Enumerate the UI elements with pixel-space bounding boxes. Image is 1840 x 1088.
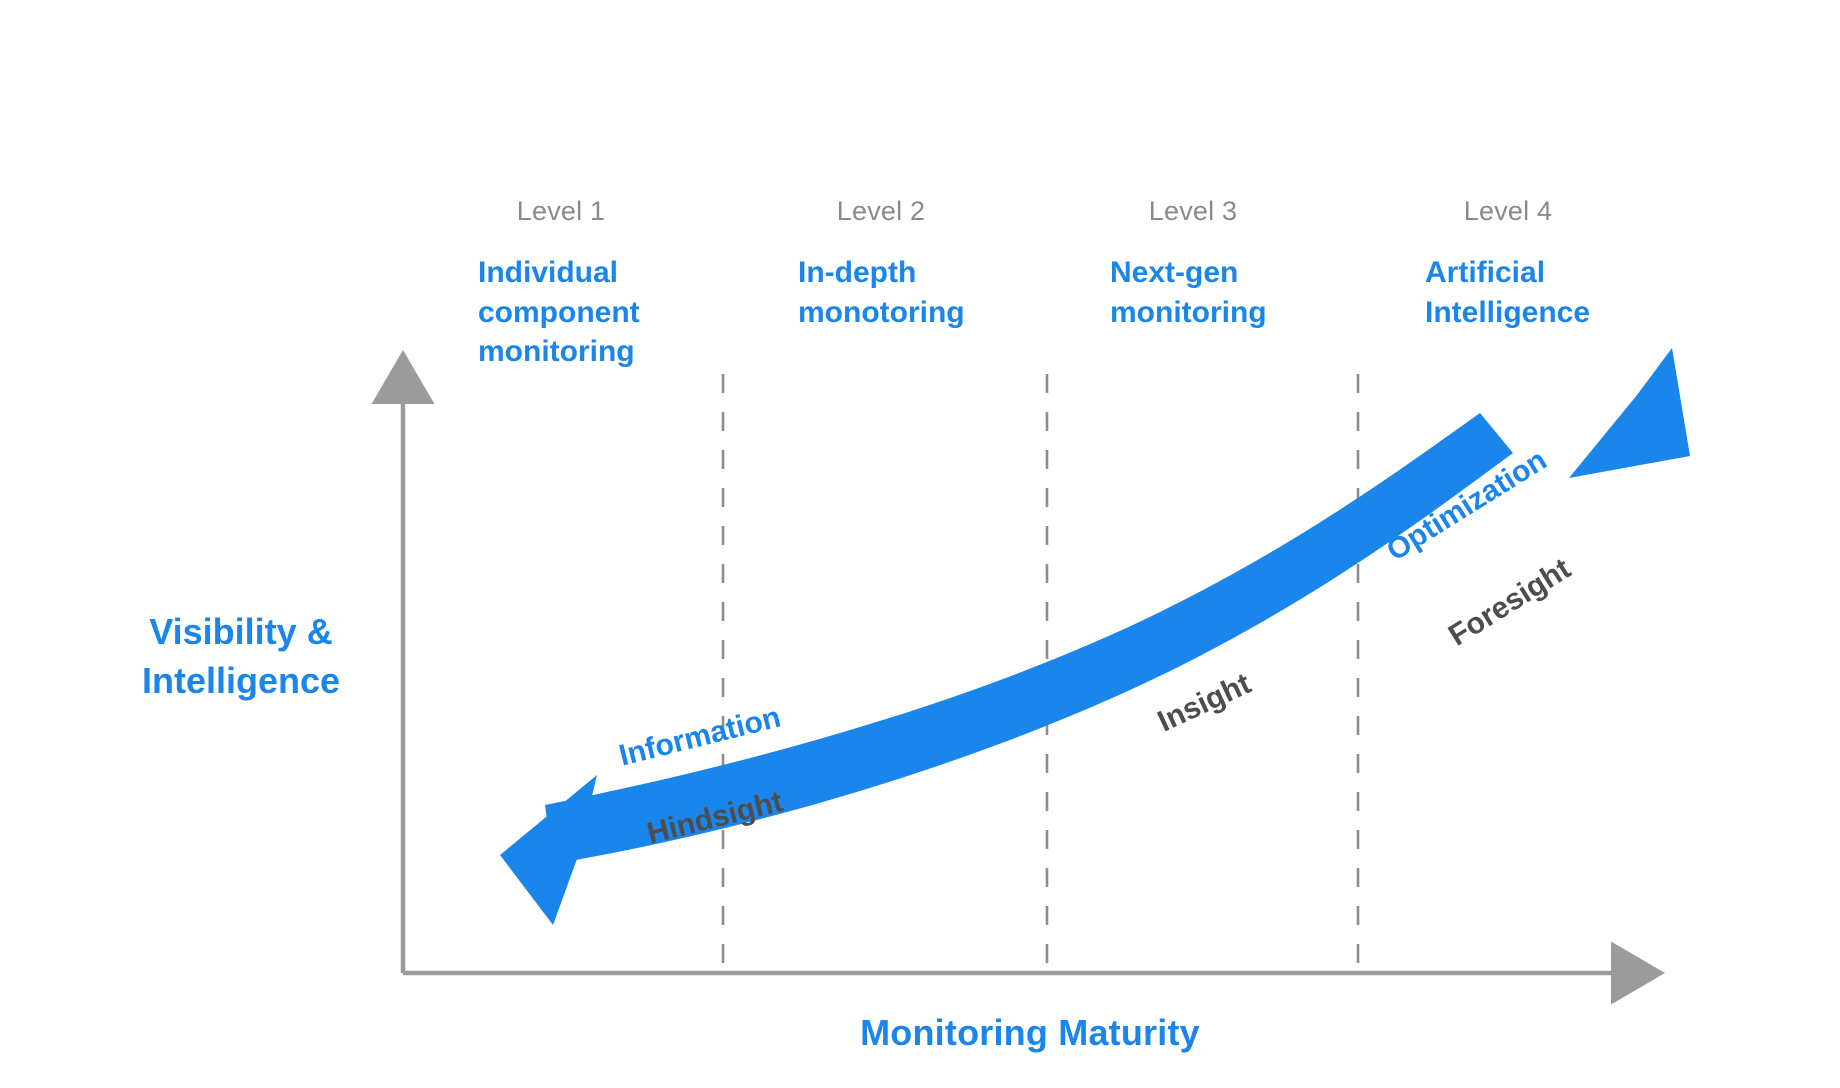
x-axis-title: Monitoring Maturity xyxy=(860,1012,1200,1053)
level-2-title: In-depth monotoring xyxy=(798,256,965,329)
level-column-1[interactable]: Level 1 Individual component monitoring xyxy=(478,196,708,372)
level-1-title: Individual component monitoring xyxy=(478,256,640,369)
level-2-number: Level 2 xyxy=(836,196,926,226)
level-column-3[interactable]: Level 3 Next-gen monitoring xyxy=(1110,196,1340,332)
level-column-4[interactable]: Level 4 Artificial Intelligence xyxy=(1425,196,1655,332)
level-1-number: Level 1 xyxy=(516,196,606,226)
level-column-2[interactable]: Level 2 In-depth monotoring xyxy=(798,196,1028,332)
y-axis-title: Visibility & Intelligence xyxy=(141,611,341,701)
level-4-title: Artificial Intelligence xyxy=(1425,256,1591,329)
growth-curve-arrow xyxy=(500,348,1690,925)
level-3-number: Level 3 xyxy=(1148,196,1238,226)
level-4-number: Level 4 xyxy=(1463,196,1553,226)
level-3-title: Next-gen monitoring xyxy=(1110,256,1267,329)
